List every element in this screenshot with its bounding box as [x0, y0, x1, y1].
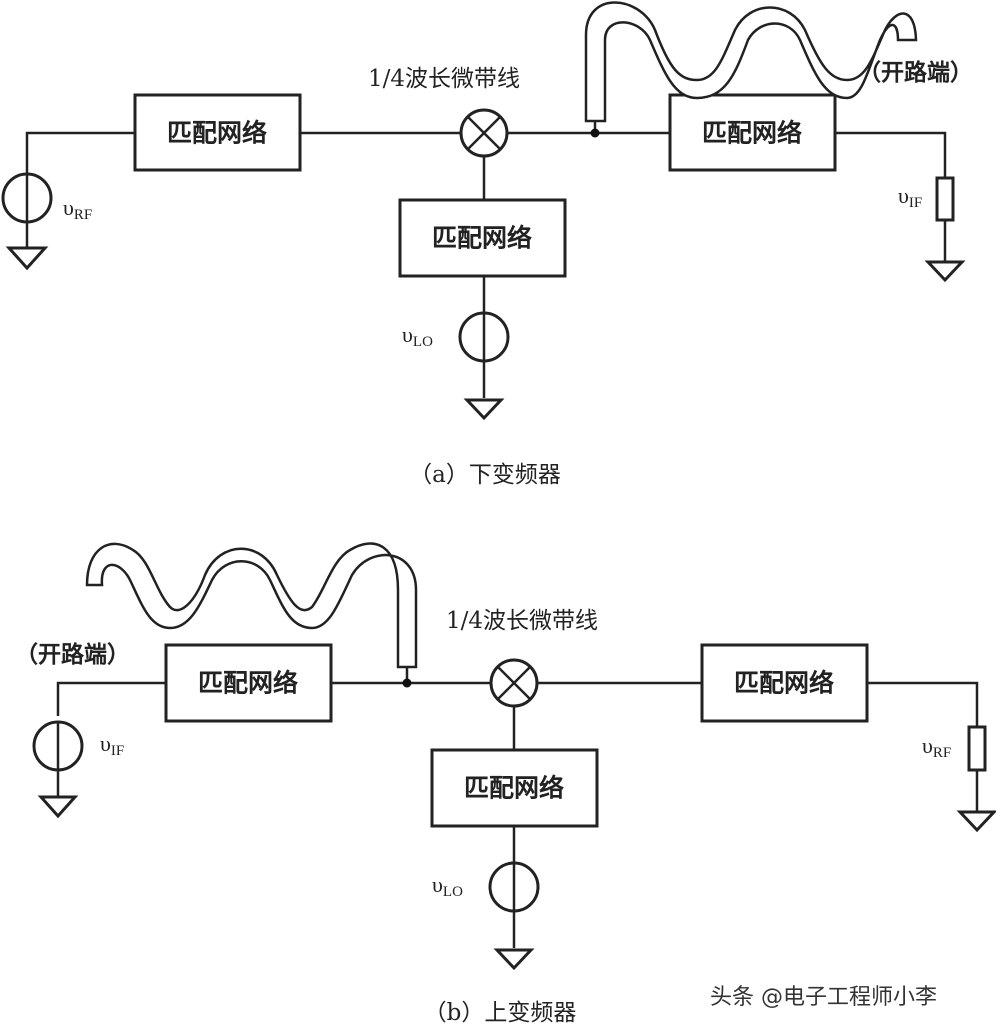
if-wire [835, 131, 947, 178]
matching-network-if [668, 93, 837, 172]
diagram-up-converter: 匹配网络 匹配网络 匹配网络 υIF υRF υLO 1/4波长微带线 （开路端 [15, 542, 996, 1026]
lo-source-label: υLO [432, 872, 463, 900]
rf-load-resistor-icon [967, 725, 987, 772]
ground-icon [463, 398, 505, 421]
rf-source-label: υRF [63, 195, 92, 223]
matching-network-if-label: 匹配网络 [702, 119, 802, 148]
ground-icon [493, 948, 535, 971]
ground-icon [956, 810, 996, 833]
rf-load-label: υRF [922, 733, 951, 761]
matching-network-rf-label: 匹配网络 [167, 119, 267, 148]
diagram-down-converter: 匹配网络 匹配网络 匹配网络 υRF υIF υLO [1, 1, 973, 488]
open-end-label: （开路端） [858, 59, 973, 86]
lo-source-label: υLO [402, 322, 433, 350]
matching-network-lo [430, 748, 599, 828]
mixer-icon [459, 108, 509, 158]
matching-network-if-label: 匹配网络 [198, 669, 298, 698]
if-load-resistor-icon [935, 176, 955, 222]
ground-icon [5, 246, 49, 271]
quarter-wave-stub-icon [584, 1, 918, 123]
matching-network-rf [133, 93, 302, 172]
rf-wire [867, 681, 979, 727]
ground-icon [924, 260, 966, 283]
lo-source-icon [488, 861, 540, 913]
junction-dot [402, 678, 412, 688]
matching-network-lo-label: 匹配网络 [432, 224, 532, 253]
matching-network-rf-label: 匹配网络 [734, 669, 834, 698]
if-wire [56, 681, 165, 716]
stub-label: 1/4波长微带线 [446, 608, 598, 634]
matching-network-lo [398, 198, 567, 278]
caption-a: （a）下变频器 [409, 462, 561, 488]
if-source-label: υIF [100, 731, 124, 759]
matching-network-if [164, 643, 333, 723]
if-source-icon [32, 720, 84, 772]
open-end-label: （开路端） [15, 641, 130, 668]
matching-network-lo-label: 匹配网络 [464, 774, 564, 803]
mixer-icon [489, 658, 539, 708]
matching-network-rf [700, 643, 869, 723]
quarter-wave-stub-icon [85, 542, 418, 669]
rf-source-icon [1, 172, 53, 224]
watermark: 头条 @电子工程师小李 [710, 985, 937, 1010]
lo-source-icon [458, 311, 510, 363]
stub-label: 1/4波长微带线 [368, 66, 520, 92]
junction-dot [590, 128, 600, 138]
ground-icon [37, 795, 79, 819]
if-load-label: υIF [898, 183, 922, 211]
caption-b: （b）上变频器 [424, 1000, 577, 1026]
